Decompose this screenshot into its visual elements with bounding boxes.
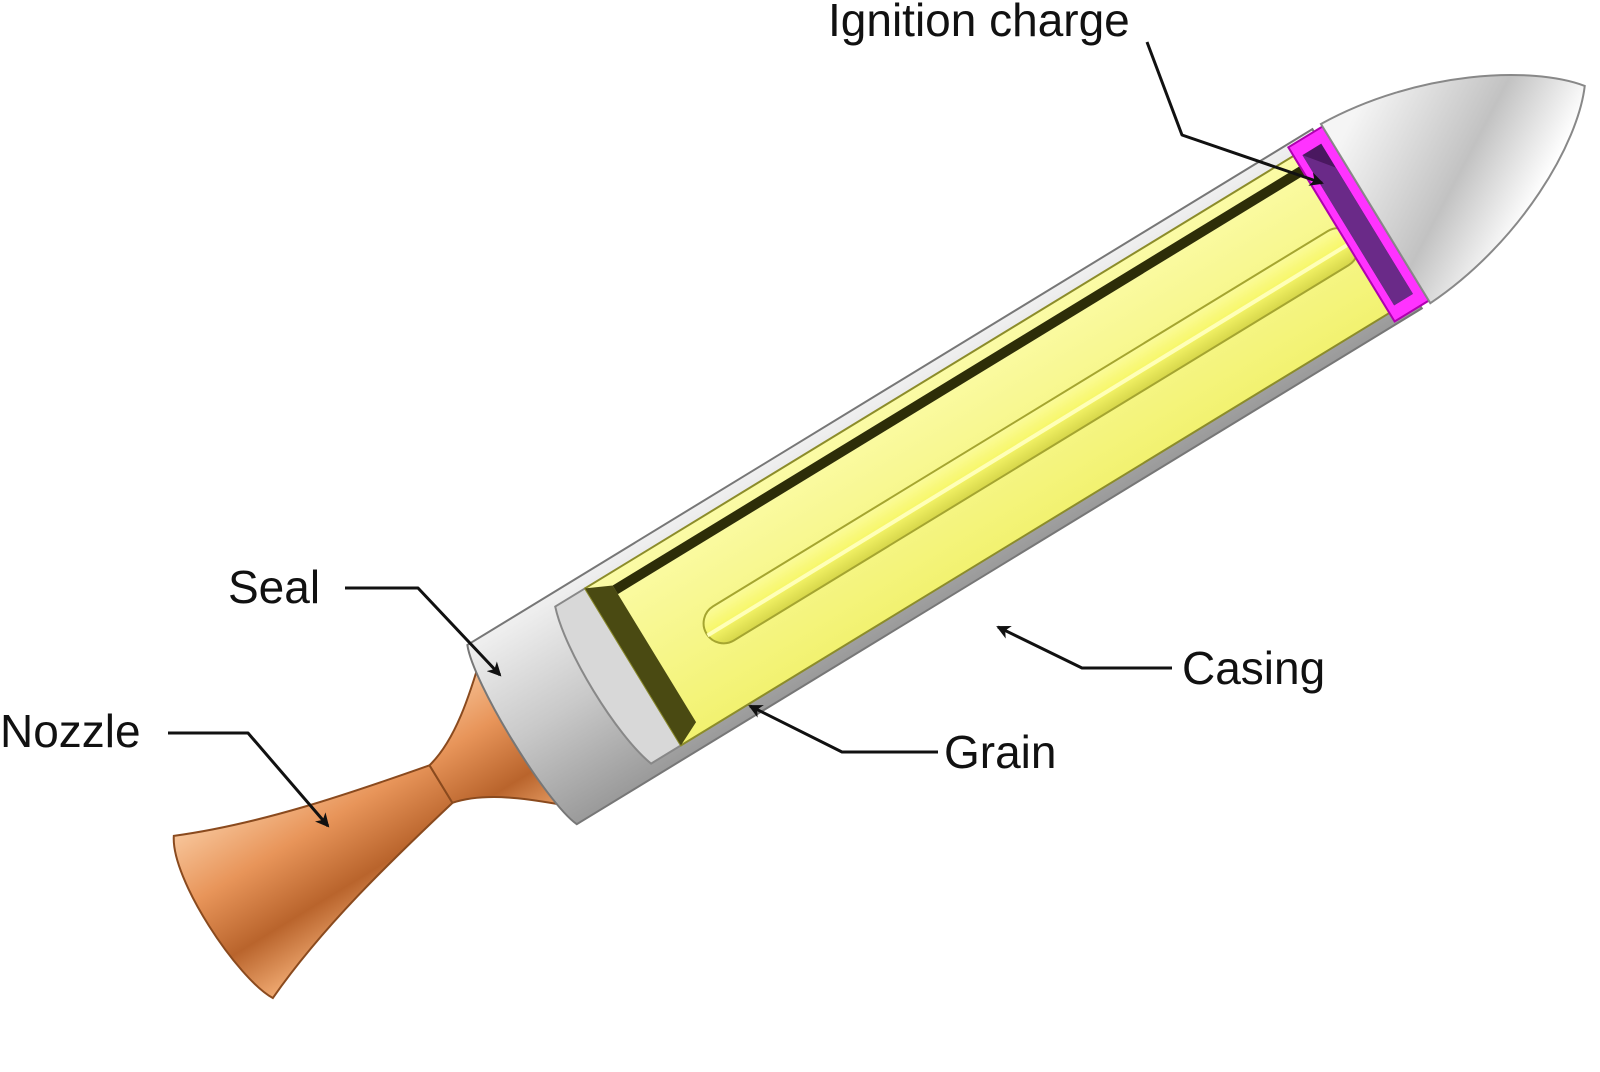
seal-leader <box>345 586 502 677</box>
seal-shape <box>554 586 683 765</box>
nozzle-leader <box>168 731 330 828</box>
grain-label: Grain <box>944 726 1056 778</box>
leader-lines <box>168 41 1324 828</box>
casing-leader <box>996 625 1172 670</box>
grain-shape <box>583 154 1391 747</box>
nozzle-label: Nozzle <box>0 705 141 757</box>
nose-cone-shape <box>1319 74 1586 305</box>
rocket <box>172 74 1586 1000</box>
ignition-charge-label: Ignition charge <box>828 0 1130 46</box>
seal-label: Seal <box>228 561 320 613</box>
grain-leader <box>748 704 938 754</box>
casing-label: Casing <box>1182 642 1325 694</box>
ignition-charge-leader <box>1145 41 1324 186</box>
labels: Ignition charge Seal Nozzle Casing Grain <box>0 0 1325 778</box>
